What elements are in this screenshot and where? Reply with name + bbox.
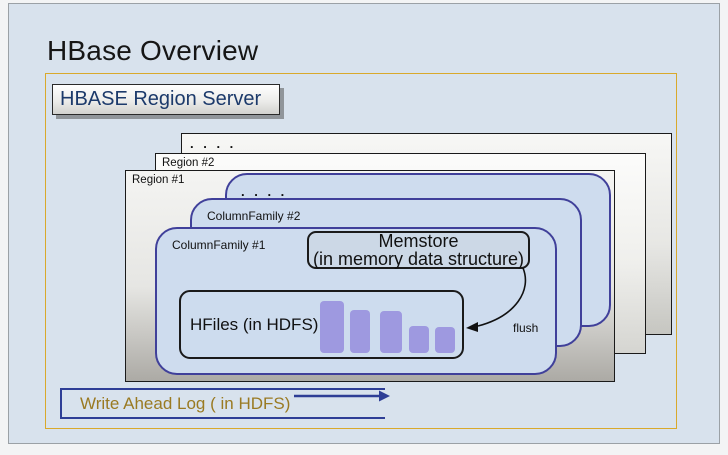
slide-title: HBase Overview (47, 35, 259, 66)
flush-label: flush (513, 321, 539, 335)
flush-arrow-icon (466, 267, 527, 332)
memstore-subtitle: (in memory data structure) (312, 249, 525, 269)
region-1-label: Region #1 (132, 174, 185, 186)
hfile-bars (181, 292, 462, 357)
columnfamily-1-label: ColumnFamily #1 (172, 238, 266, 252)
region-server-container: HBASE Region Server . . . . Region #2 Re… (45, 73, 677, 429)
hfile-bar (320, 301, 344, 353)
region-server-label: HBASE Region Server (52, 84, 280, 115)
region-server-label-text: HBASE Region Server (60, 88, 262, 110)
hfile-bar (350, 310, 370, 353)
memstore-title: Memstore (378, 231, 459, 251)
hfile-bar (409, 326, 429, 353)
memstore-box: Memstore (in memory data structure) (307, 231, 530, 269)
hfile-bar (380, 311, 402, 353)
write-ahead-log-box: Write Ahead Log ( in HDFS) (60, 388, 385, 419)
wal-arrow-icon (294, 390, 390, 402)
hfiles-box: HFiles (in HDFS) (179, 290, 464, 359)
columnfamily-ellipsis: . . . . (241, 184, 288, 199)
slide: HBase Overview HBASE Region Server . . .… (8, 3, 720, 444)
region-ellipsis: . . . . (190, 136, 237, 151)
hfile-bar (435, 327, 455, 353)
columnfamily-2-label: ColumnFamily #2 (207, 209, 301, 223)
write-ahead-log-label: Write Ahead Log ( in HDFS) (80, 393, 291, 413)
hfiles-label: HFiles (in HDFS) (190, 314, 319, 334)
region-2-label: Region #2 (162, 157, 215, 169)
